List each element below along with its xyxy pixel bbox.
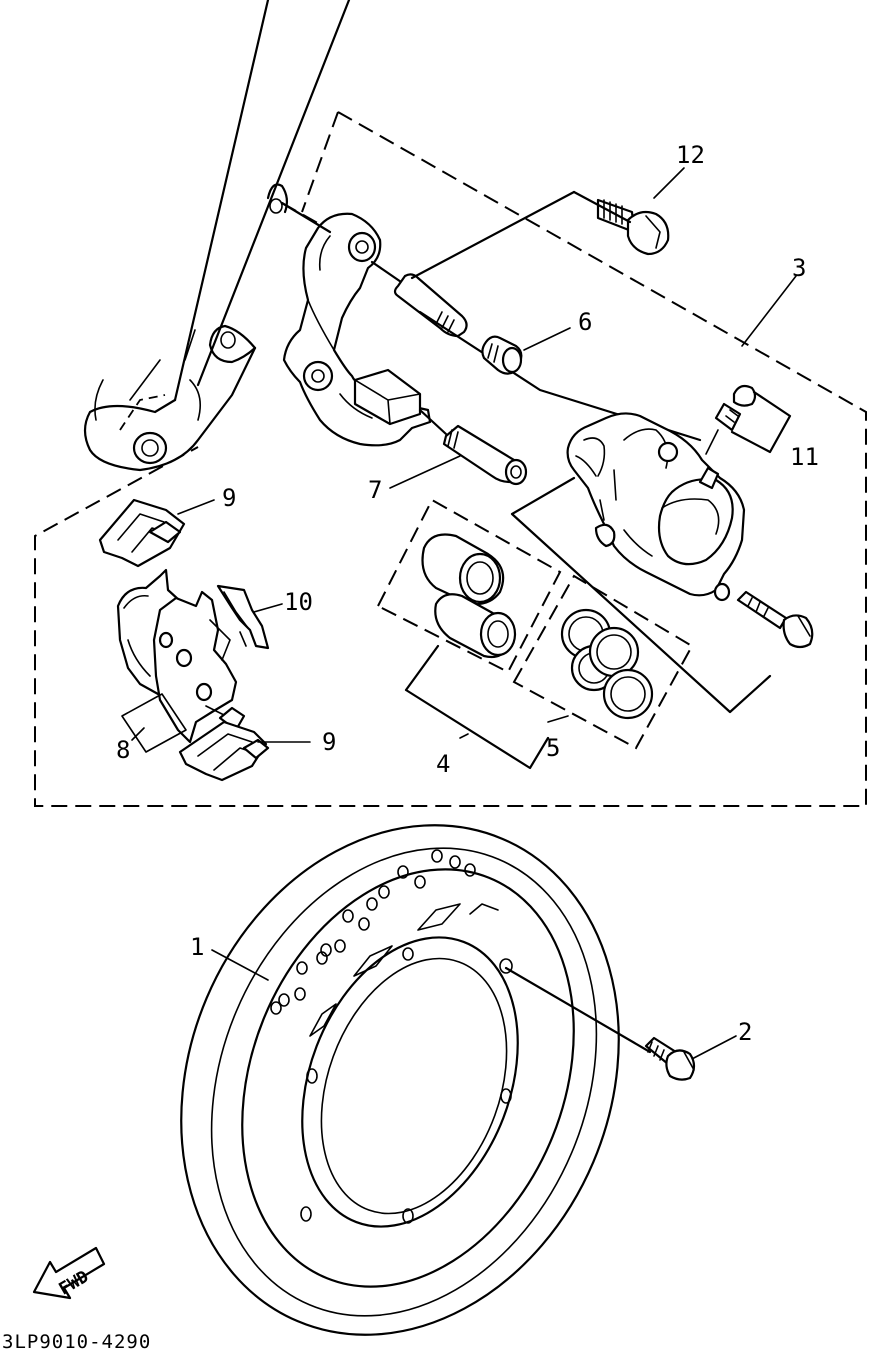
piston-kit-4 (376, 498, 562, 674)
bleed-screw-11 (705, 384, 792, 455)
callout-2: 2 (738, 1018, 752, 1046)
slide-pin-upper (370, 260, 468, 338)
callout-7: 7 (368, 476, 382, 504)
disc-bolt-2 (504, 966, 696, 1081)
callout-11: 11 (790, 443, 819, 471)
front-fork-leg (83, 0, 351, 472)
brake-pads-8 (116, 568, 246, 753)
callout-10: 10 (284, 588, 313, 616)
pad-spring-9-upper (98, 498, 186, 568)
seal-kit-5 (512, 574, 694, 750)
callout-5: 5 (546, 734, 560, 762)
slide-pin-lower-7 (418, 408, 528, 486)
pin-bolt-lower (736, 590, 814, 649)
callout-9-upper: 9 (222, 484, 236, 512)
caliper-outline-leader (510, 476, 772, 714)
disc-slots (309, 903, 499, 1037)
callout-6: 6 (578, 308, 592, 336)
disc-vent-holes (270, 849, 513, 1224)
callout-3: 3 (792, 254, 806, 282)
callout-12: 12 (676, 141, 705, 169)
callout-9-lower: 9 (322, 728, 336, 756)
caliper-bracket (280, 201, 432, 447)
callout-4: 4 (436, 750, 450, 778)
pad-support-10 (216, 584, 270, 650)
caliper-body (566, 412, 746, 602)
leader-lines (131, 167, 797, 1061)
brake-disc-1 (180, 824, 620, 1336)
forward-direction-arrow: FWD (32, 1246, 106, 1300)
pad-spring-9-lower (178, 720, 270, 782)
drawing-code: 3LP9010-4290 (2, 1331, 151, 1353)
bolt-12 (410, 190, 670, 280)
callout-8: 8 (116, 736, 130, 764)
callout-1: 1 (190, 933, 204, 961)
